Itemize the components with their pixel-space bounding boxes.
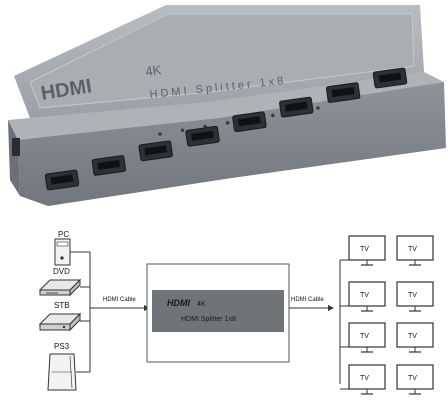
hdmi-output-port (44, 169, 80, 191)
tv-label: TV (360, 333, 369, 340)
source-label-dvd: DVD (53, 267, 70, 276)
source-label-stb: STB (54, 301, 70, 310)
splitter-device (152, 290, 284, 332)
hdmi-output-port (138, 140, 173, 162)
indicator-led (316, 106, 320, 110)
splitter-logo: HDMI (167, 298, 190, 308)
hdmi-output-port (232, 111, 267, 133)
indicator-led (225, 121, 230, 125)
hdmi-output-port (185, 125, 220, 147)
tv-label: TV (408, 292, 417, 299)
output-arrow-icon (328, 305, 334, 311)
tv-label: TV (408, 333, 417, 340)
pc-icon (54, 238, 71, 266)
indicator-led (180, 128, 185, 133)
tv-label: TV (408, 246, 417, 253)
hdmi-port-group (44, 67, 408, 191)
game-console-icon (47, 353, 77, 391)
tv-output-group: TV TV TV TV TV TV TV TV (340, 235, 434, 395)
input-cable-label: HDMI Cable (103, 297, 136, 303)
set-top-box-icon (38, 312, 82, 332)
hdmi-output-port (325, 82, 361, 103)
splitter-model: HDMI Splitter 1x8 (181, 316, 236, 323)
hdmi-input-port (12, 138, 20, 156)
device-logo-plate (29, 13, 415, 109)
tv-label: TV (360, 246, 369, 253)
tv-label: TV (360, 292, 369, 299)
input-bus (70, 251, 144, 373)
output-bus (289, 260, 341, 384)
tv-icon: TV (348, 322, 386, 353)
device-resolution-text: 4K (145, 62, 163, 79)
tv-label: TV (408, 375, 417, 382)
source-label-pc: PC (58, 230, 69, 239)
tv-label: TV (360, 375, 369, 382)
tv-icon: TV (396, 364, 434, 395)
tv-icon: TV (348, 235, 386, 266)
tv-icon: TV (396, 281, 434, 312)
connection-diagram: PC DVD STB PS3 HDMI Cable HDMI 4 (38, 230, 434, 395)
tv-icon: TV (396, 235, 434, 266)
tv-icon: TV (396, 322, 434, 353)
hdmi-output-port (91, 155, 127, 176)
tv-icon: TV (348, 281, 386, 312)
source-label-ps3: PS3 (54, 342, 70, 351)
product-photo: HDMI 4K HDMI Splitter 1x8 (8, 5, 446, 206)
hdmi-output-port (372, 67, 408, 89)
output-cable-label: HDMI Cable (291, 297, 324, 303)
device-base-front (18, 82, 446, 206)
indicator-led (271, 113, 275, 118)
splitter-resolution: 4K (197, 301, 206, 308)
indicator-led (158, 132, 162, 136)
tv-icon: TV (348, 364, 386, 395)
hdmi-output-port (279, 96, 314, 118)
dvd-player-icon (38, 278, 82, 297)
